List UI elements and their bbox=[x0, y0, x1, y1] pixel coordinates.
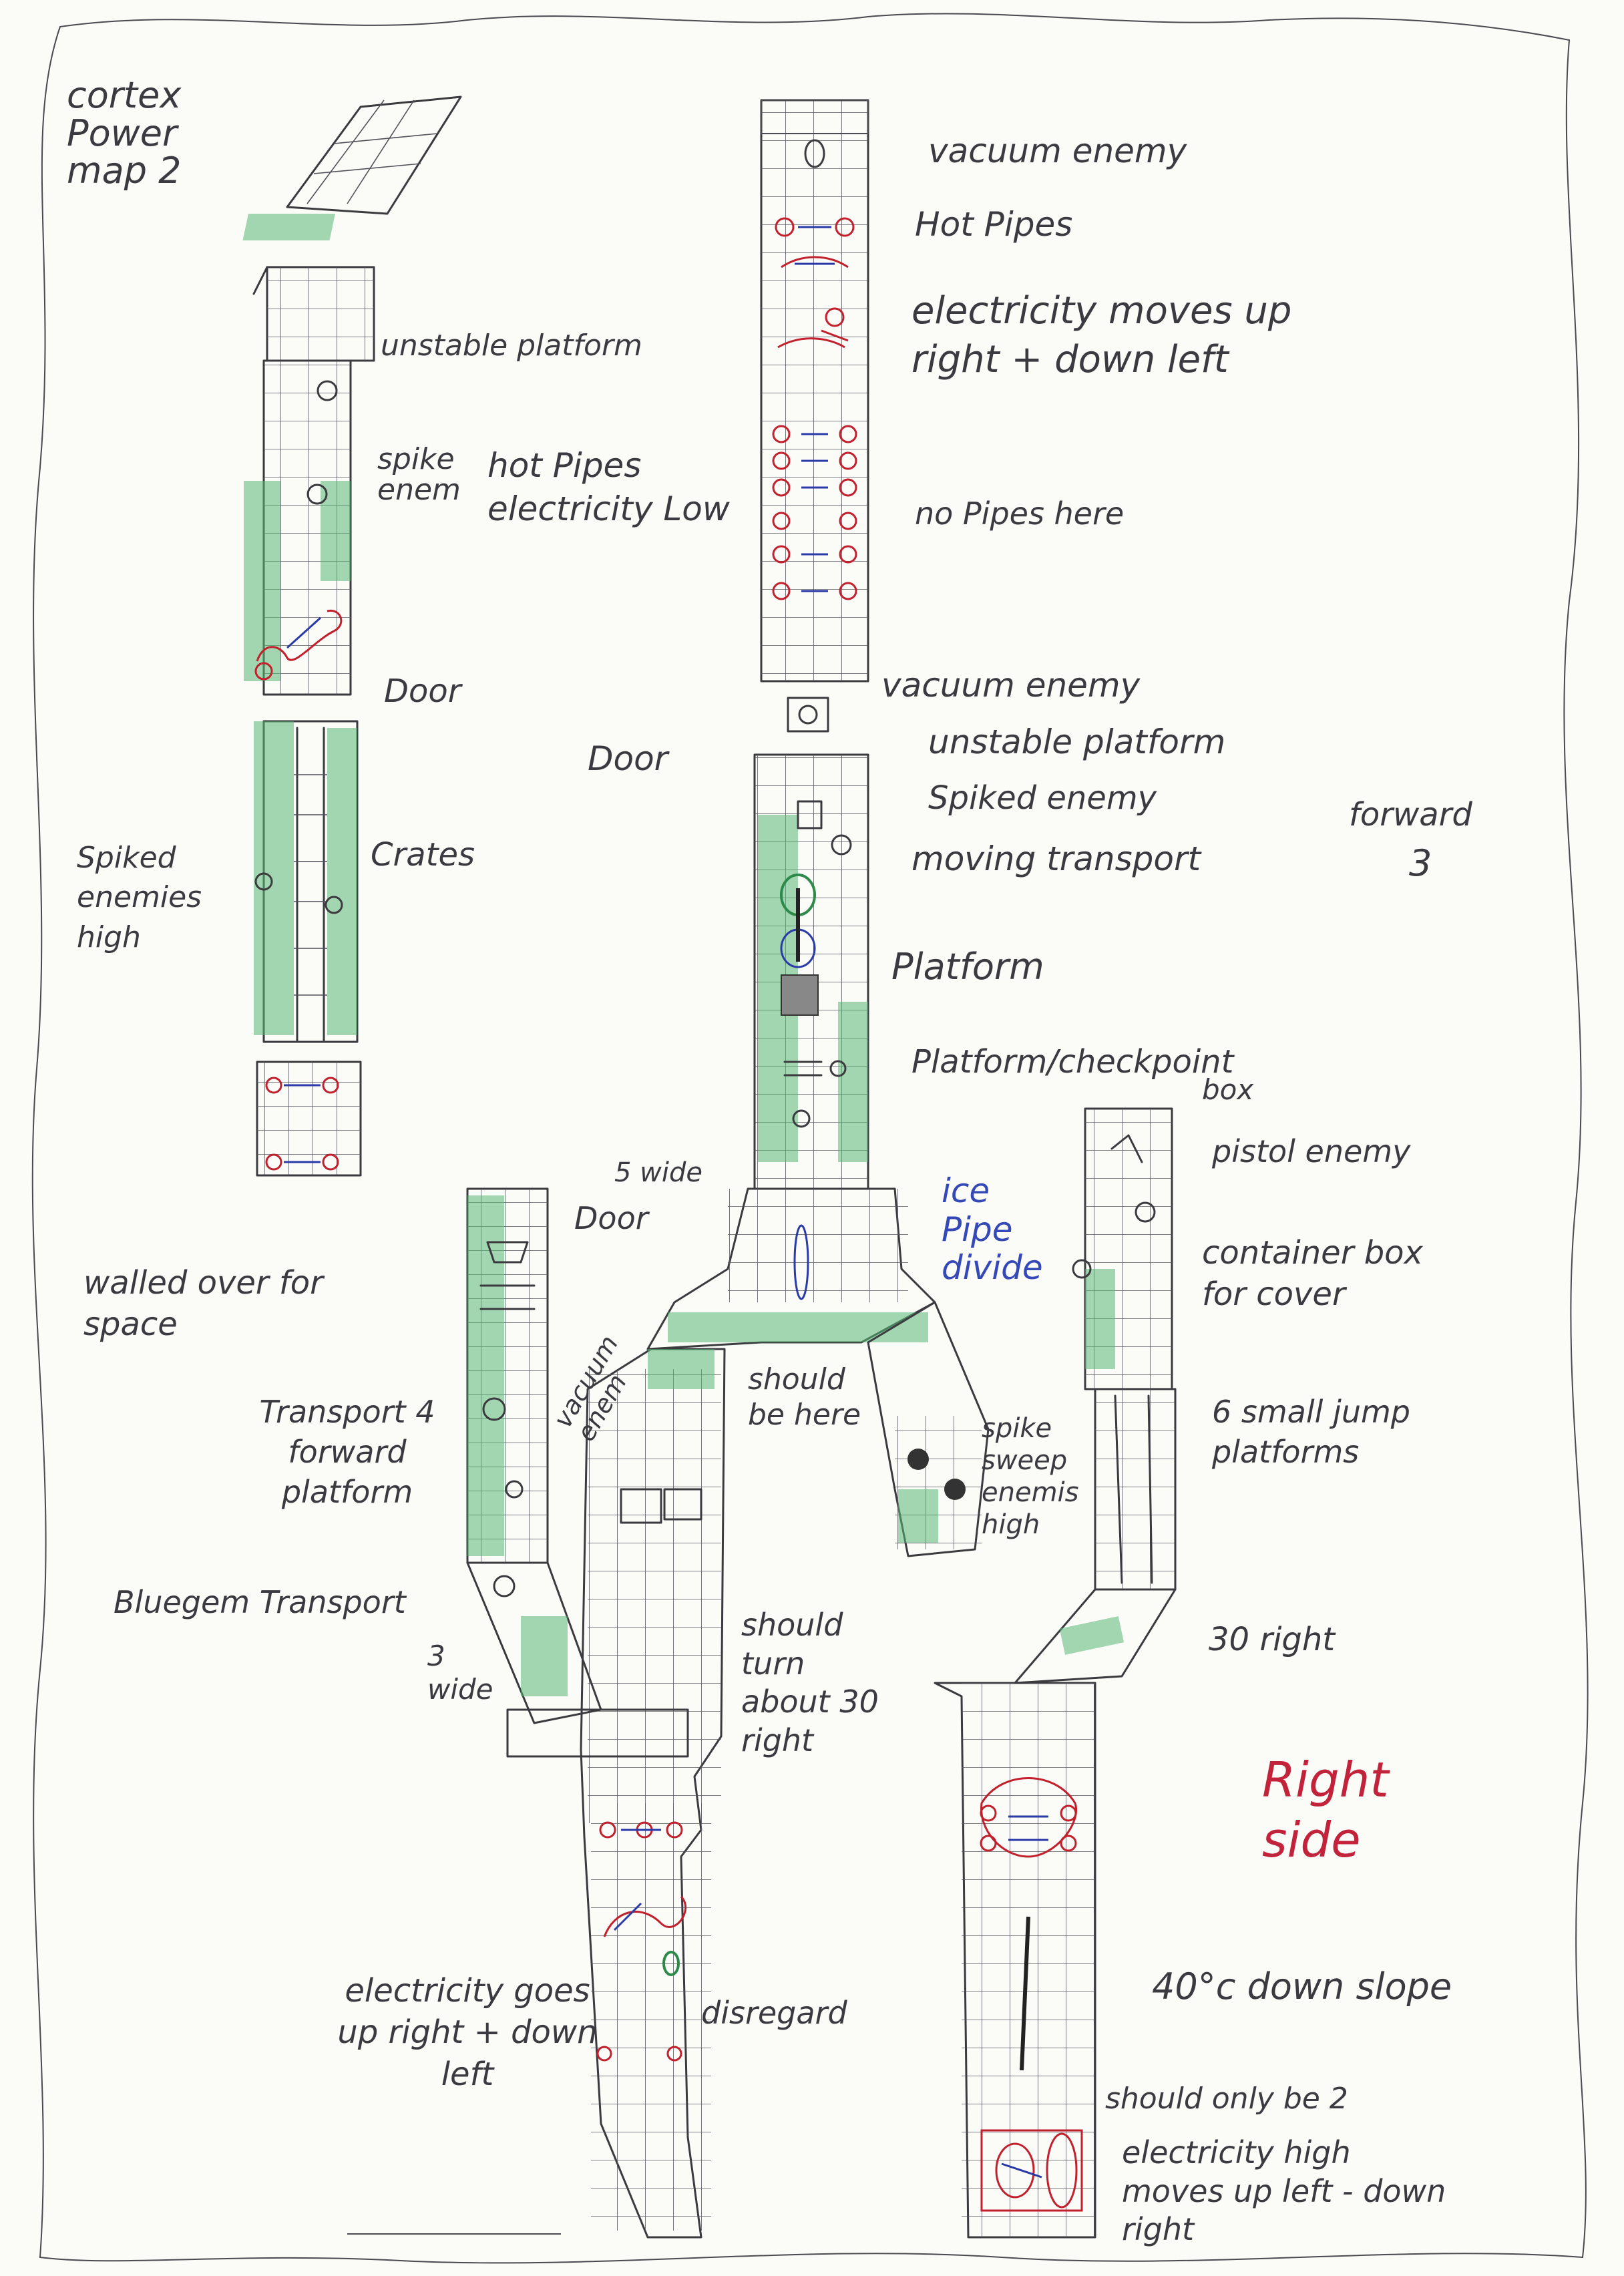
label-door-right: Door bbox=[574, 1202, 648, 1234]
label-hot-pipes-top: Hot Pipes bbox=[915, 207, 1072, 242]
label-bluegem-transport: Bluegem Transport bbox=[114, 1586, 406, 1618]
label-should-turn-30-right: should turn about 30 right bbox=[741, 1606, 895, 1760]
label-three-wide: 3 wide bbox=[427, 1640, 487, 1707]
label-no-pipes-here: no Pipes here bbox=[915, 498, 1124, 530]
label-electricity-goes: electricity goes up right + down left bbox=[334, 1970, 601, 2095]
label-forward: forward bbox=[1349, 798, 1472, 831]
label-unstable-platform-center: unstable platform bbox=[928, 725, 1225, 760]
label-spiked-enemy-center: Spiked enemy bbox=[928, 781, 1157, 815]
label-transport-forward-platform: Transport 4 forward platform bbox=[254, 1392, 441, 1512]
label-small-jump-platforms: 6 small jump platforms bbox=[1212, 1392, 1512, 1473]
label-platform: Platform bbox=[891, 948, 1044, 986]
label-container-for-cover: container box for cover bbox=[1202, 1232, 1442, 1316]
label-pistol-enemy: pistol enemy bbox=[1212, 1135, 1410, 1167]
label-platform-checkpoint: Platform/checkpoint bbox=[911, 1045, 1233, 1079]
map-title: cortex Power map 2 bbox=[67, 77, 220, 190]
label-five-wide: 5 wide bbox=[614, 1159, 702, 1187]
label-vacuum-enemy-mid: vacuum enemy bbox=[881, 668, 1140, 703]
label-door-left: Door bbox=[384, 675, 461, 708]
label-should-be-here: should be here bbox=[748, 1362, 881, 1433]
label-unstable-platform-left: unstable platform bbox=[381, 331, 642, 361]
label-door-center: Door bbox=[588, 741, 668, 777]
label-spike-sweep-enemies-high: spike sweep enemis high bbox=[982, 1412, 1075, 1541]
label-spiked-enemies-high: Spiked enemies high bbox=[77, 838, 237, 957]
walled-column bbox=[467, 1189, 601, 1723]
label-box: box bbox=[1202, 1075, 1253, 1105]
label-spiked-enemy-left: spike enem bbox=[377, 444, 457, 506]
left-corridor bbox=[242, 97, 461, 1175]
label-right-side: Right side bbox=[1262, 1750, 1436, 1870]
label-electricity-moves: electricity moves up right + down left bbox=[911, 287, 1326, 385]
label-should-only-be-2: should only be 2 bbox=[1105, 2084, 1348, 2114]
label-ice-pipe-divide: ice Pipe divide bbox=[942, 1172, 1035, 1288]
label-vacuum-enemy-top: vacuum enemy bbox=[928, 134, 1187, 169]
label-thirty-right: 30 right bbox=[1209, 1623, 1335, 1656]
label-disregard: disregard bbox=[701, 1997, 847, 2029]
pistol-column bbox=[1015, 1109, 1175, 1683]
label-forward-3: 3 bbox=[1409, 845, 1432, 883]
label-moving-transport: moving transport bbox=[911, 841, 1201, 877]
label-walled-over-for-space: walled over for space bbox=[83, 1262, 404, 1346]
label-forty-down-slope: 40°c down slope bbox=[1152, 1963, 1466, 2010]
label-electricity-high: electricity high moves up left - down ri… bbox=[1122, 2134, 1456, 2249]
label-crates: Crates bbox=[371, 838, 475, 872]
label-hot-pipes-electricity-low: hot Pipes electricity Low bbox=[487, 444, 735, 531]
